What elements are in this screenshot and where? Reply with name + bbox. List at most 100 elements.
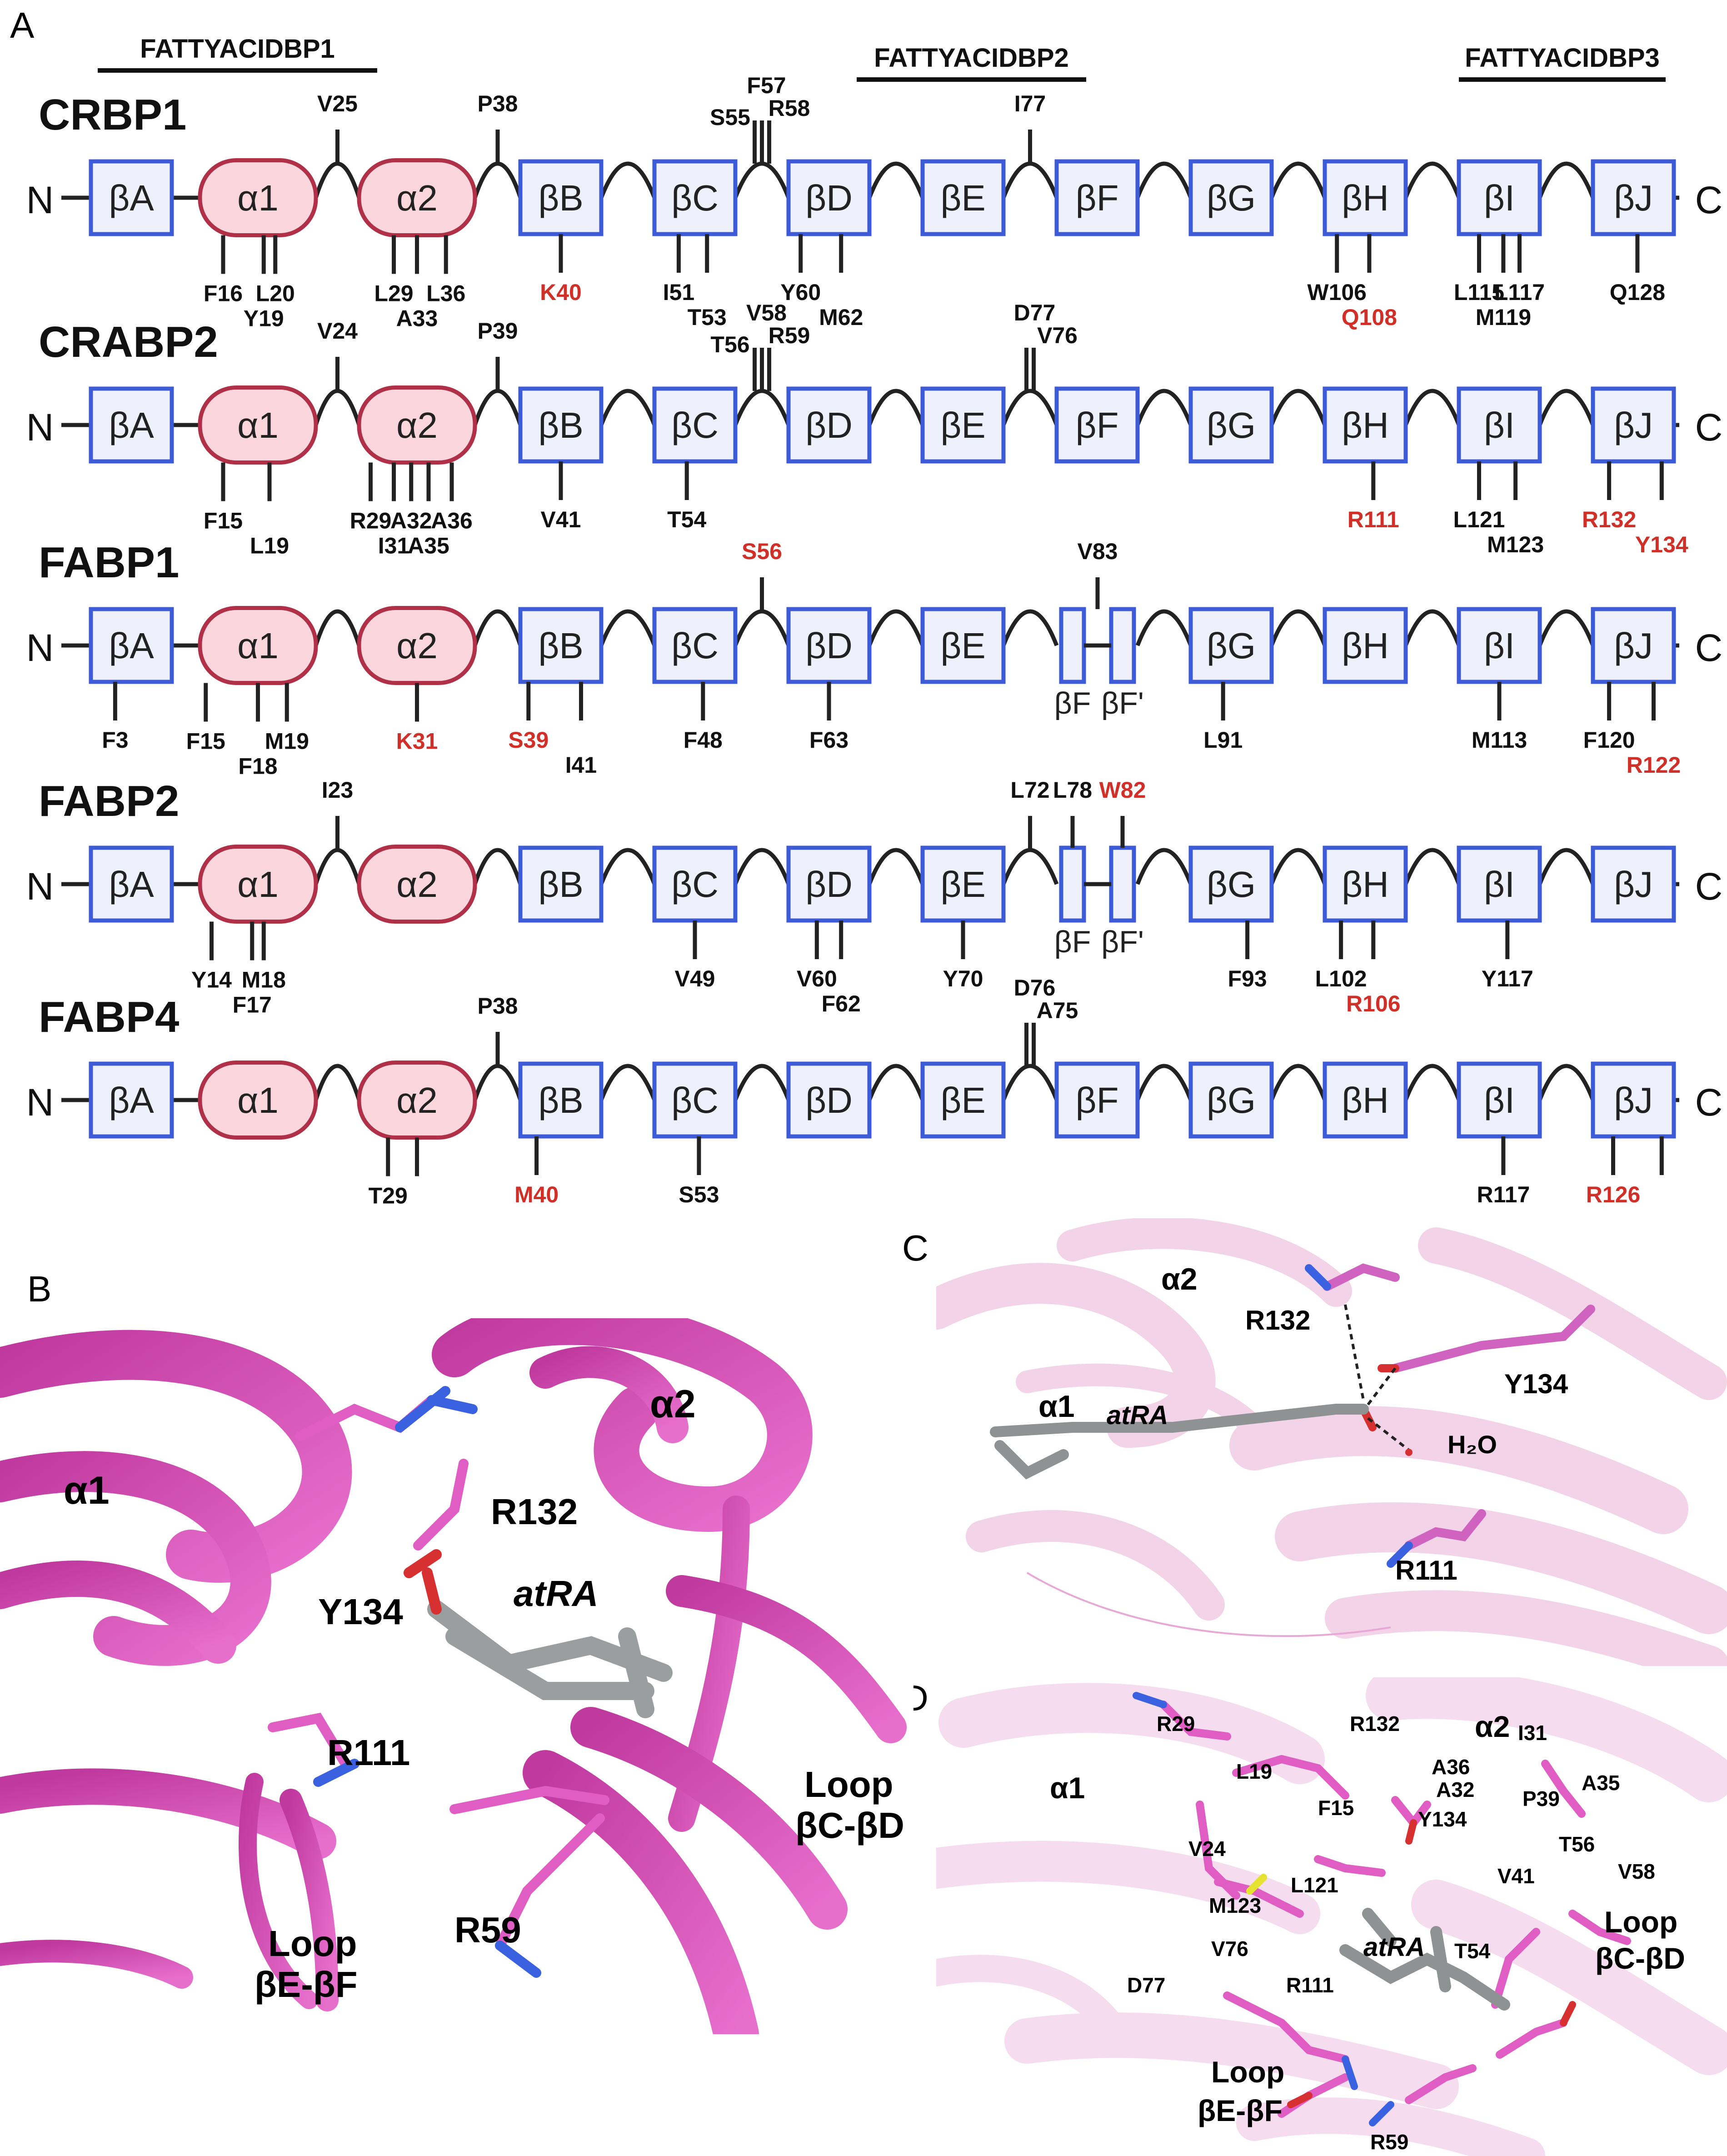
strand-fabp2-12 [1591,845,1676,923]
loop-crbp1-4 [733,161,791,199]
strand-label-fabp1-bf1: βF [1054,686,1091,720]
loop-fabp1-1 [314,609,361,646]
residue-crbp1-i77: I77 [1014,91,1046,116]
d-label-r59: R59 [1370,2130,1409,2154]
residue-crbp1-a33: A33 [396,306,438,331]
n-terminus-crbp1: N [26,179,54,221]
loop-fabp1-7 [1135,609,1193,646]
loop-crabp2-4 [733,389,791,426]
loop-fabp4-7 [1135,1064,1193,1101]
strand-fabp2-10 [1323,845,1408,923]
strand-label-crabp2-10: βH [1342,405,1389,445]
d-label-v76: V76 [1211,1937,1248,1961]
strand-fabp2-9 [1188,845,1274,923]
residue-fabp1-f48: F48 [684,727,723,753]
residue-fabp1-f120: F120 [1583,727,1635,753]
d-label-v41: V41 [1497,1864,1535,1888]
residue-fabp1-s39: S39 [508,727,549,753]
helix-label-fabp2-3: α2 [396,864,438,905]
loop-crbp1-6 [1001,161,1059,199]
residue-fabp2-y14: Y14 [191,967,232,993]
strand-label-fabp1-5: βC [671,625,719,666]
loop-fabp4-4 [733,1064,791,1101]
residue-crbp1-w106: W106 [1307,280,1367,305]
residue-crbp1-k40: K40 [540,280,582,305]
loop-crabp2-2 [473,389,523,426]
strand-label-fabp1-bf2: βF' [1101,686,1144,720]
d-label-r132: R132 [1350,1712,1400,1736]
loop-fabp2-7 [1135,848,1193,885]
residue-fabp1-f15: F15 [186,729,225,754]
b-label-alpha1: α1 [64,1469,110,1512]
helix-label-fabp1-3: α2 [396,625,438,666]
loop-crabp2-7 [1135,389,1193,426]
strand-label-fabp1-1: βA [109,625,154,666]
loop-crabp2-6 [1001,389,1059,426]
residue-crbp1-q108: Q108 [1342,305,1397,330]
strand-fabp1-4 [518,607,604,684]
strand-fabp4-12 [1591,1061,1676,1139]
strand-crabp2-9 [1188,386,1274,464]
helix-crbp1-2 [198,158,318,237]
d-label-r29: R29 [1157,1712,1195,1736]
d-label-a32: A32 [1436,1778,1475,1801]
strand-fabp1-5 [652,607,738,684]
residue-fabp1-l91: L91 [1203,727,1243,753]
loop-fabp1-3 [599,609,657,646]
loop-fabp2-9 [1403,848,1461,885]
residue-crabp2-a35: A35 [408,533,449,559]
strand-label-crbp1-9: βG [1207,178,1256,218]
b-label-loop-cd-name: βC-βD [795,1805,904,1846]
d-label-r111: R111 [1286,1973,1334,1997]
strand-crbp1-9 [1188,159,1274,236]
strand-label-fabp1-10: βH [1342,625,1389,666]
loop-fabp1-5 [867,609,925,646]
c-label-r132: R132 [1245,1305,1311,1336]
residue-crabp2-a36: A36 [431,508,473,534]
residue-fabp4-r117: R117 [1477,1182,1530,1205]
residue-fabp4-t29: T29 [369,1183,408,1205]
c-terminus-crabp2: C [1695,406,1723,449]
strand-crbp1-11 [1457,159,1542,236]
residue-crbp1-m119: M119 [1476,305,1531,330]
protein-name-fabp4: FABP4 [39,993,179,1041]
d-label-v58: V58 [1618,1860,1655,1883]
residue-fabp1-r122: R122 [1627,752,1681,778]
loop-crbp1-3 [599,161,657,199]
b-label-loop-ef: Loop [268,1923,357,1964]
residue-fabp4-a75: A75 [1037,998,1078,1023]
strand-label-crabp2-8: βF [1076,405,1119,445]
strand-crbp1-6 [786,159,872,236]
protein-name-fabp1: FABP1 [39,538,179,587]
strand-crbp1-12 [1591,159,1676,236]
strand-label-crabp2-1: βA [109,405,154,445]
strand-fabp4-8 [1054,1061,1140,1139]
panel-d-render [936,1677,1727,2156]
d-label-t56: T56 [1559,1832,1595,1856]
strand-fabp4-7 [920,1061,1006,1139]
loop-fabp1-2 [473,609,523,646]
loop-fabp4-6 [1001,1064,1059,1101]
strand-crabp2-1 [89,386,174,464]
strand-crbp1-7 [920,159,1006,236]
d-label-a35: A35 [1582,1771,1620,1795]
d-label-i31: I31 [1518,1721,1547,1745]
residue-crabp2-r132: R132 [1582,507,1637,532]
residue-fabp2-y117: Y117 [1482,966,1533,991]
residue-crabp2-l121: L121 [1453,507,1505,532]
residue-fabp4-p38: P38 [478,993,518,1019]
n-terminus-crabp2: N [26,406,54,449]
loop-fabp4-8 [1269,1064,1327,1101]
d-label-alpha2: α2 [1475,1710,1510,1743]
loop-fabp2-4 [733,848,791,885]
loop-fabp1-8 [1269,609,1327,646]
strand-crabp2-12 [1591,386,1676,464]
residue-fabp2-v49: V49 [675,966,715,991]
n-terminus-fabp1: N [26,626,54,669]
protein-name-fabp2: FABP2 [39,777,179,825]
domain-label-2: FATTYACIDBP2 [874,43,1069,73]
strand-label-crbp1-11: βI [1484,178,1515,218]
c-label-water: H₂O [1447,1430,1497,1459]
strand-fabp1-9 [1188,607,1274,684]
helix-label-fabp4-3: α2 [396,1080,438,1121]
